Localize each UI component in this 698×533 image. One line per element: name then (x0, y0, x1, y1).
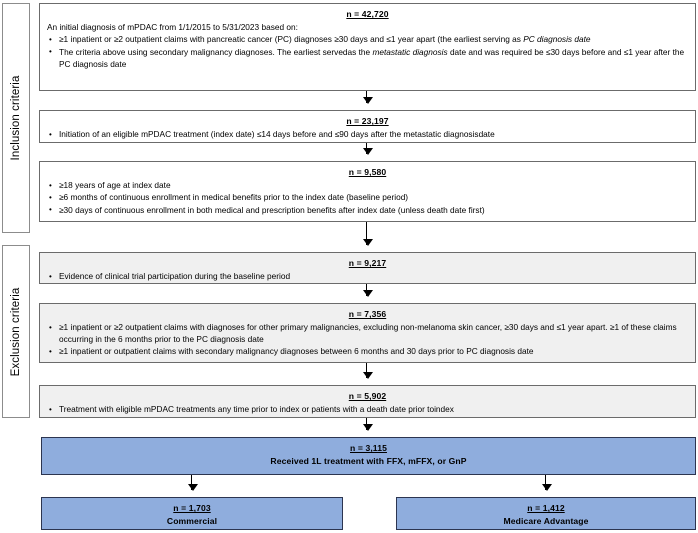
exclusion-criteria-rail: Exclusion criteria (2, 245, 30, 418)
list-item: ≥30 days of continuous enrollment in bot… (46, 204, 689, 217)
box-count-9580: n = 9,580 (348, 167, 387, 177)
box-subtitle-1703: Commercial (166, 516, 218, 527)
box-count-5902: n = 5,902 (348, 391, 387, 401)
box-lead-text-42720: An initial diagnosis of mPDAC from 1/1/2… (47, 22, 298, 33)
bullet-text-italic: metastatic diagnosis (372, 46, 448, 57)
flow-arrow-down-icon (362, 91, 373, 104)
box-count-7356: n = 7,356 (348, 309, 387, 319)
list-item: Initiation of an eligible mPDAC treatmen… (46, 129, 689, 141)
box-bullet-list-9217: Evidence of clinical trial participation… (46, 271, 689, 283)
flow-arrow-down-icon (362, 418, 373, 431)
flow-arrow-down-left-icon (187, 475, 198, 491)
box-bullet-list-7356: ≥1 inpatient or ≥2 outpatient claims wit… (46, 322, 689, 358)
flow-box-1703: n = 1,703 Commercial (41, 497, 343, 530)
box-count-9217: n = 9,217 (348, 258, 387, 268)
exclusion-criteria-label: Exclusion criteria (10, 287, 22, 376)
list-item: ≥18 years of age at index date (46, 180, 689, 192)
flow-arrow-down-icon (362, 363, 373, 379)
list-item: ≥6 months of continuous enrollment in me… (46, 192, 689, 204)
bullet-text-part: ≥1 inpatient or ≥2 outpatient claims wit… (59, 34, 524, 45)
flow-box-9217: n = 9,217 Evidence of clinical trial par… (39, 252, 696, 284)
flow-box-23197: n = 23,197 Initiation of an eligible mPD… (39, 110, 696, 143)
flow-arrow-down-icon (362, 143, 373, 155)
flow-box-9580: n = 9,580 ≥18 years of age at index date… (39, 161, 696, 222)
box-bullet-list-42720: ≥1 inpatient or ≥2 outpatient claims wit… (46, 34, 689, 70)
flow-arrow-down-right-icon (541, 475, 552, 491)
flow-arrow-down-icon (362, 222, 373, 246)
flow-box-7356: n = 7,356 ≥1 inpatient or ≥2 outpatient … (39, 303, 696, 363)
box-subtitle-3115: Received 1L treatment with FFX, mFFX, or… (270, 456, 467, 467)
list-item: Treatment with eligible mPDAC treatments… (46, 404, 689, 416)
box-bullet-list-9580: ≥18 years of age at index date ≥6 months… (46, 180, 689, 216)
flow-box-42720: n = 42,720 An initial diagnosis of mPDAC… (39, 3, 696, 91)
flow-box-5902: n = 5,902 Treatment with eligible mPDAC … (39, 385, 696, 418)
box-count-23197: n = 23,197 (346, 116, 389, 126)
list-item: The criteria above using secondary malig… (46, 46, 689, 71)
bullet-text-part: date and was required be ≤30 days before… (59, 46, 685, 69)
bullet-text-italic: PC diagnosis date (523, 34, 591, 45)
list-item: Evidence of clinical trial participation… (46, 271, 689, 283)
box-subtitle-1412: Medicare Advantage (503, 516, 589, 527)
box-bullet-list-23197: Initiation of an eligible mPDAC treatmen… (46, 129, 689, 141)
list-item: ≥1 inpatient or ≥2 outpatient claims wit… (46, 322, 689, 346)
box-count-3115: n = 3,115 (350, 443, 387, 453)
box-count-1703: n = 1,703 (173, 503, 211, 513)
list-item: ≥1 inpatient or ≥2 outpatient claims wit… (46, 34, 689, 46)
inclusion-criteria-rail: Inclusion criteria (2, 3, 30, 233)
bullet-text-part: The criteria above using secondary malig… (59, 46, 373, 57)
flow-box-3115: n = 3,115 Received 1L treatment with FFX… (41, 437, 696, 475)
box-bullet-list-5902: Treatment with eligible mPDAC treatments… (46, 404, 689, 416)
box-count-42720: n = 42,720 (346, 9, 389, 19)
list-item: ≥1 inpatient or outpatient claims with s… (46, 346, 689, 358)
box-count-1412: n = 1,412 (527, 503, 565, 513)
inclusion-criteria-label: Inclusion criteria (10, 75, 22, 161)
flow-box-1412: n = 1,412 Medicare Advantage (396, 497, 696, 530)
flow-arrow-down-icon (362, 284, 373, 297)
